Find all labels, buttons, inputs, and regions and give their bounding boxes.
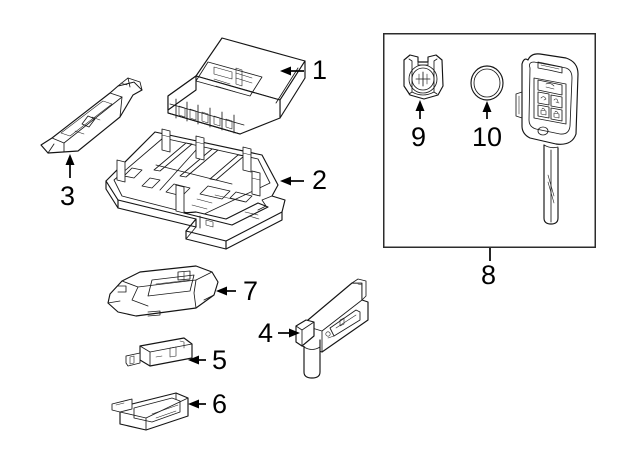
callout-label-5: 5 [212, 345, 228, 375]
callout-label-10: 10 [472, 122, 503, 152]
part-1-control-module [167, 37, 306, 135]
callout-label-3: 3 [60, 181, 76, 211]
callout-label-7: 7 [243, 276, 259, 306]
callout-label-4: 4 [258, 318, 274, 348]
callout-label-1: 1 [312, 55, 328, 85]
callout-label-8: 8 [481, 260, 497, 290]
callout-label-9: 9 [411, 122, 427, 152]
part-6-antenna-module-bracket [111, 392, 189, 431]
callout-label-6: 6 [212, 389, 228, 419]
part-7-module-cover [107, 265, 219, 317]
part-5-antenna-module-small [125, 337, 193, 367]
key-group-box-rect [383, 33, 596, 248]
part-2-mounting-bracket-tray [105, 128, 286, 250]
part-3-antenna-module-long [40, 77, 143, 154]
part-4-angle-bracket [295, 278, 369, 379]
flip-key-remote [515, 53, 579, 225]
part-10-coin-cell-battery [470, 65, 504, 101]
part-9-transmitter-housing [403, 54, 444, 100]
leader-lines [65, 66, 492, 409]
callout-label-2: 2 [312, 165, 328, 195]
